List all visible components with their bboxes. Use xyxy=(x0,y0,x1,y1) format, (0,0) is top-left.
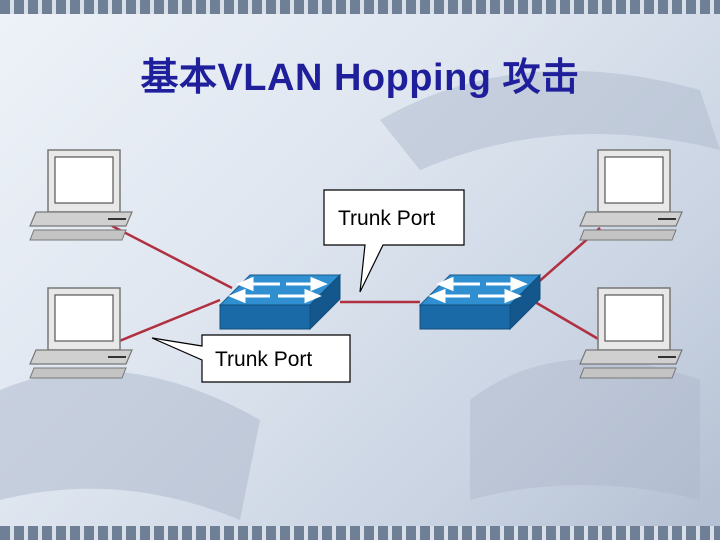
pc-icon-top-right xyxy=(579,149,683,241)
top-border xyxy=(0,0,720,14)
switch-icon-right xyxy=(418,273,542,331)
pc-icon-top-left xyxy=(29,149,133,241)
link-pc1-switch1 xyxy=(111,224,233,290)
link-pc2-switch1 xyxy=(111,298,221,346)
callout-trunk-port-bottom: Trunk Port xyxy=(151,334,351,383)
slide-title: 基本VLAN Hopping 攻击 xyxy=(140,57,580,99)
bottom-border xyxy=(0,526,720,540)
callout-trunk-port-top: Trunk Port xyxy=(323,189,465,293)
pc-icon-bottom-left xyxy=(29,287,133,379)
switch-icon-left xyxy=(218,273,342,331)
callout-trunk-port-bottom-text: Trunk Port xyxy=(215,348,312,371)
link-switch2-pc4 xyxy=(534,300,601,342)
pc-icon-bottom-right xyxy=(579,287,683,379)
callout-trunk-port-top-text: Trunk Port xyxy=(338,207,435,230)
